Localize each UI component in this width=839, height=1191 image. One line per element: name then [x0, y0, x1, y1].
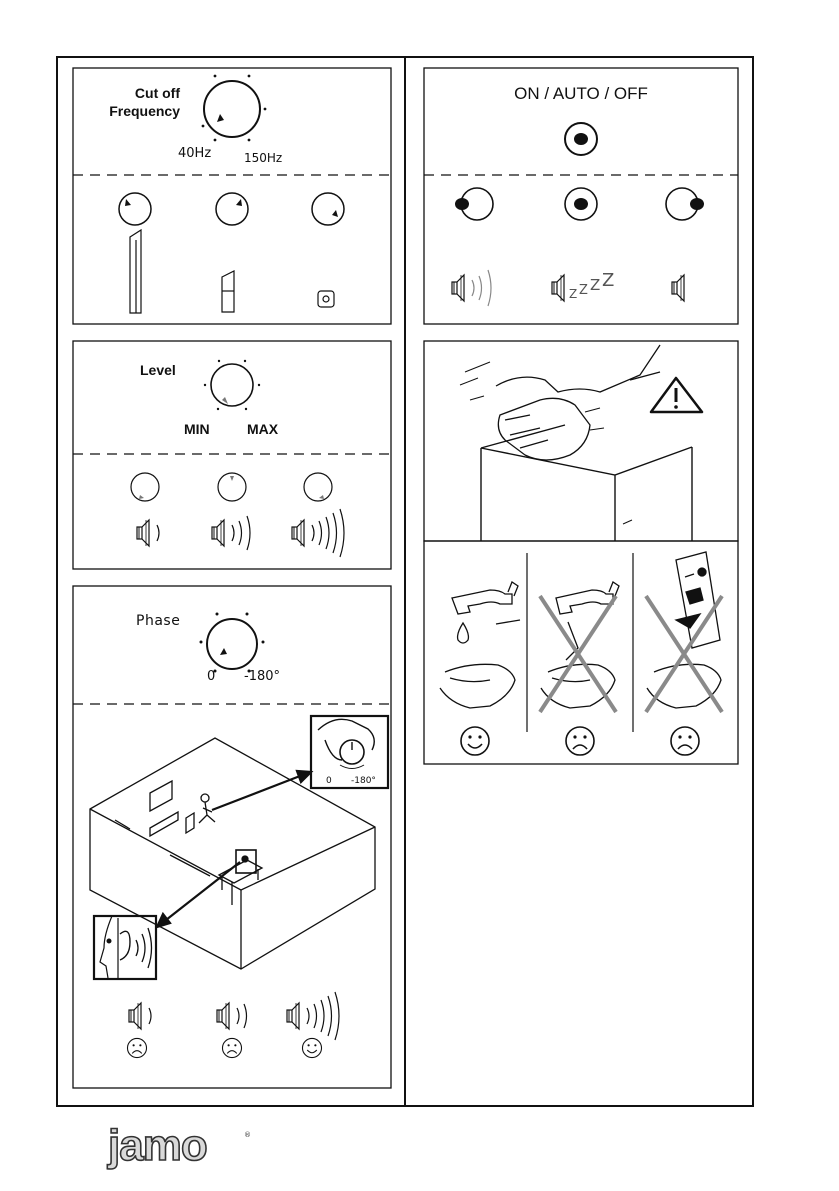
level-min-label: MIN — [184, 421, 210, 437]
speaker-sound-icon — [292, 509, 344, 557]
tall-speaker-icon — [130, 230, 141, 313]
knob-icon — [204, 360, 260, 410]
ear-inset — [94, 916, 156, 979]
small-speaker-icon — [318, 291, 334, 307]
knob-icon — [216, 193, 248, 225]
smiley-happy-icon — [461, 727, 489, 755]
smiley-sad-icon — [566, 727, 594, 755]
speaker-sound-icon — [129, 1003, 151, 1029]
hand-icon — [460, 345, 660, 460]
smiley-sad-icon — [222, 1038, 241, 1057]
knob-icon — [200, 613, 265, 673]
panel-phase — [73, 586, 391, 1088]
inset-min-label: 0 — [326, 776, 332, 786]
panel-warning — [424, 341, 738, 541]
switch-off-icon — [666, 188, 704, 220]
switch-on-icon — [455, 188, 493, 220]
knob-icon — [131, 473, 159, 501]
panel-level — [73, 341, 391, 569]
cabinet-illustration — [481, 425, 692, 541]
switch-auto-icon — [565, 188, 597, 220]
phase-label: Phase — [136, 613, 180, 629]
smiley-sad-icon — [127, 1038, 146, 1057]
cutoff-max-label: 150Hz — [244, 151, 282, 165]
level-label: Level — [140, 362, 176, 378]
speaker-silent-icon — [672, 275, 684, 301]
speaker-sound-icon — [217, 1003, 247, 1029]
knob-icon — [119, 193, 151, 225]
phase-arrows — [157, 771, 311, 927]
speaker-sound-icon — [137, 520, 159, 546]
svg-text:Z: Z — [579, 283, 588, 298]
panel-power: Z Z Z Z — [424, 68, 738, 324]
svg-text:Z: Z — [569, 287, 577, 301]
phase-min-label: 0 — [207, 669, 215, 684]
warning-icon — [651, 378, 702, 412]
speaker-sound-icon — [287, 992, 339, 1040]
knob-icon — [312, 193, 344, 225]
jamo-logo: jamo — [108, 1124, 207, 1168]
cross-icon — [540, 596, 616, 712]
knob-icon — [202, 75, 267, 142]
water-drop-icon — [458, 623, 469, 643]
cutoff-frequency-label: Cut off Frequency — [90, 84, 180, 120]
speaker-sound-icon — [452, 270, 491, 306]
hand-icon — [440, 664, 515, 708]
cutoff-min-label: 40Hz — [178, 146, 211, 161]
panel-cleaning — [424, 541, 738, 764]
svg-text:Z: Z — [590, 276, 600, 294]
speaker-sleep-icon: Z Z Z Z — [552, 270, 614, 301]
registered-mark: ® — [244, 1131, 251, 1139]
speaker-sound-icon — [212, 516, 250, 550]
faucet-icon — [556, 582, 619, 660]
cross-icon — [646, 596, 722, 712]
hand-icon — [541, 664, 615, 708]
smiley-sad-icon — [671, 727, 699, 755]
phase-inset — [311, 716, 388, 788]
knob-icon — [304, 473, 332, 501]
switch-icon — [565, 123, 597, 155]
inset-max-label: -180° — [351, 776, 376, 786]
power-mode-label: ON / AUTO / OFF — [424, 84, 738, 104]
level-max-label: MAX — [247, 421, 278, 437]
hand-icon — [647, 664, 721, 708]
faucet-icon — [452, 582, 520, 624]
medium-speaker-icon — [222, 271, 234, 312]
knob-icon — [218, 473, 246, 501]
svg-text:Z: Z — [602, 270, 614, 291]
smiley-happy-icon — [302, 1038, 321, 1057]
room-diagram — [90, 738, 375, 969]
phase-max-label: -180° — [244, 669, 280, 684]
